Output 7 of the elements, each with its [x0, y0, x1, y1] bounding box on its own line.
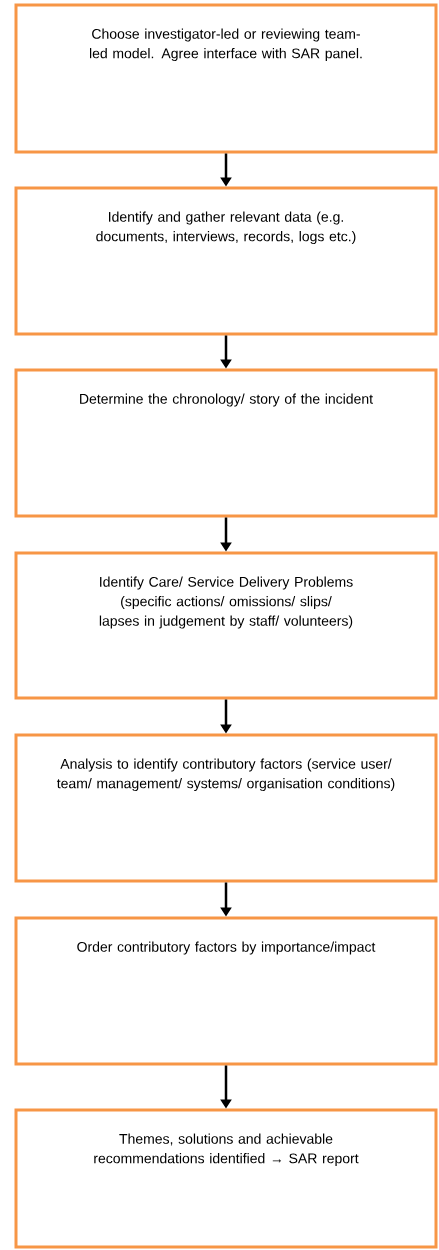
process-box: Identify Care/ Service Delivery Problems (specific actions/ omissions/ slips/ lapses in judgement by staff/ volunteers)	[14, 551, 438, 700]
process-box: Choose investigator-led or reviewing team-led model. Agree interface with SAR panel.	[14, 3, 438, 154]
process-box: Order contributory factors by importance/impact	[14, 916, 438, 1066]
process-box: Determine the chronology/ story of the incident	[14, 368, 438, 518]
process-box: Analysis to identify contributory factors (service user/ team/ management/ systems/ organisation conditions)	[14, 733, 438, 883]
process-box: Themes, solutions and achievable recommendations identified → SAR report	[14, 1108, 438, 1249]
process-box: Identify and gather relevant data (e.g. documents, interviews, records, logs etc.)	[14, 186, 438, 336]
